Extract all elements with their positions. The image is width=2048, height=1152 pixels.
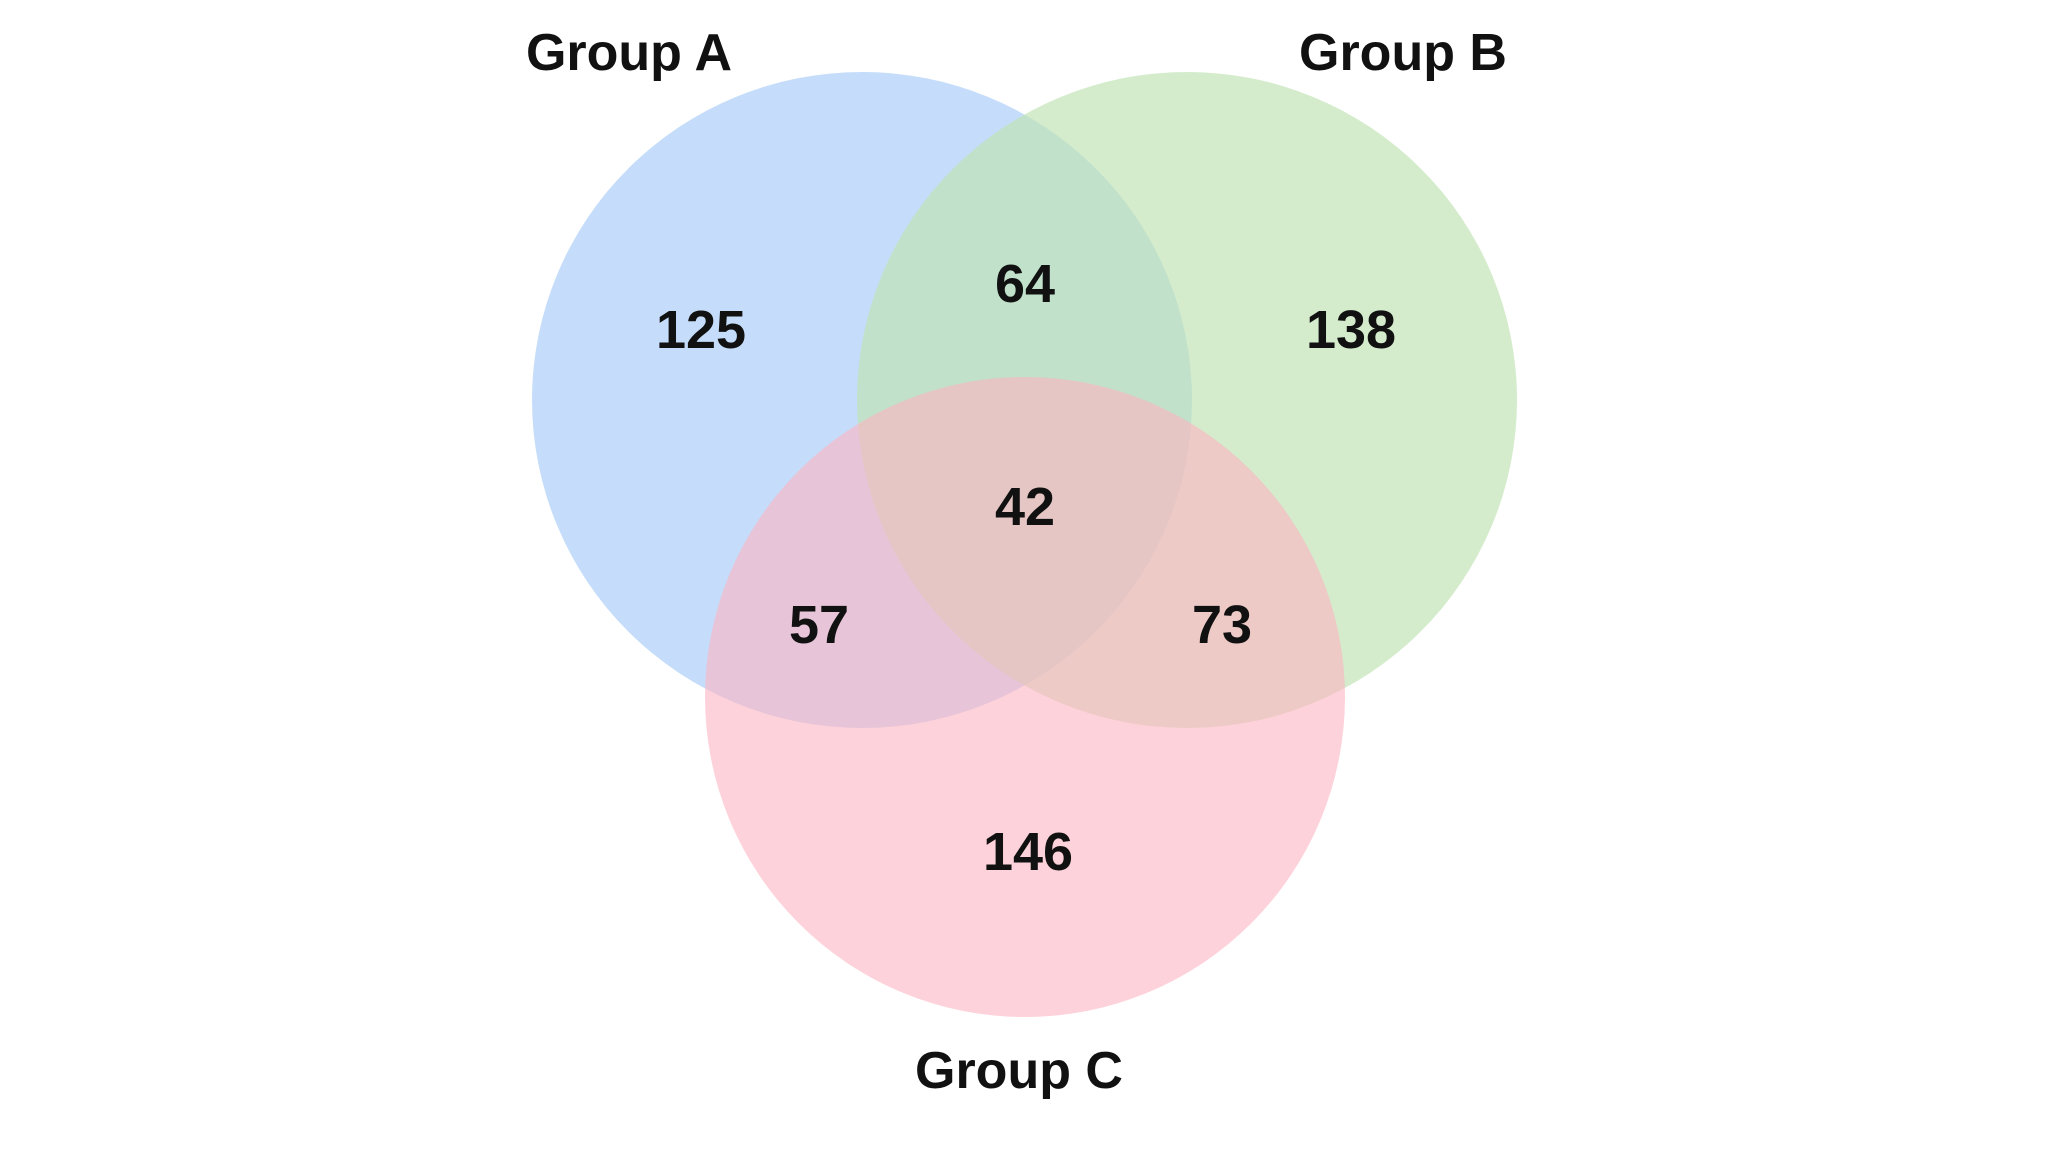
label-group-a: Group A (526, 24, 732, 82)
count-a-only: 125 (656, 300, 746, 360)
circle-group-c (705, 377, 1345, 1017)
count-b-only: 138 (1306, 300, 1396, 360)
count-ab: 64 (995, 254, 1055, 314)
region-counts: 125 64 138 42 57 73 146 (656, 254, 1396, 882)
count-abc: 42 (995, 477, 1055, 537)
set-labels: Group A Group B Group C (526, 24, 1507, 1100)
count-ac: 57 (789, 595, 849, 655)
count-c-only: 146 (983, 822, 1073, 882)
label-group-b: Group B (1299, 24, 1507, 82)
label-group-c: Group C (915, 1042, 1123, 1100)
count-bc: 73 (1192, 595, 1252, 655)
set-circles (532, 72, 1517, 1017)
